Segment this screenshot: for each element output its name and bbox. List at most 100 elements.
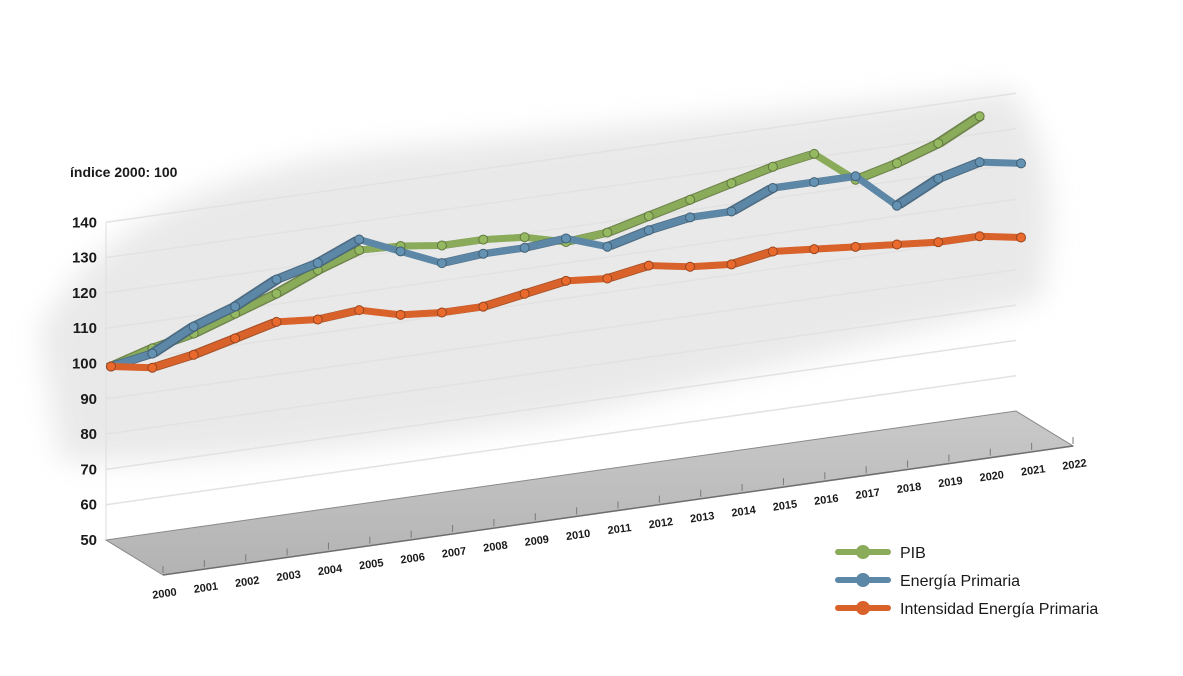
x-tick-label: 2021 <box>1020 463 1046 478</box>
x-tick-label: 2002 <box>234 575 260 590</box>
data-point <box>354 305 365 316</box>
y-tick-label: 80 <box>80 426 97 443</box>
data-point <box>354 245 365 256</box>
data-point <box>643 211 654 222</box>
floor-front-edge <box>162 445 1074 576</box>
data-point <box>561 233 571 244</box>
data-point <box>602 227 613 238</box>
data-point <box>643 225 654 236</box>
data-point <box>271 274 282 285</box>
y-axis: 50 60 70 80 90 100 110 120 130 140 <box>72 214 97 549</box>
x-tick-label: 2005 <box>358 557 384 572</box>
y-tick-label: 110 <box>73 320 97 337</box>
data-point <box>974 111 985 122</box>
data-point <box>767 246 778 257</box>
data-point <box>726 206 737 217</box>
series-intensidad-energia-primaria <box>106 231 1026 373</box>
data-point <box>726 259 737 270</box>
data-point <box>354 234 365 245</box>
x-tick-label: 2016 <box>813 493 839 508</box>
data-point <box>685 194 696 205</box>
x-tick-label: 2020 <box>979 469 1005 484</box>
y-tick-label: 90 <box>80 391 97 408</box>
x-tick-label: 2014 <box>731 504 758 519</box>
y-tick-label: 130 <box>72 250 97 267</box>
data-point <box>519 288 530 299</box>
data-point <box>230 333 241 344</box>
y-tick-label: 120 <box>72 285 97 302</box>
legend-item: Energía Primaria <box>835 573 1020 590</box>
data-point <box>106 361 116 372</box>
x-tick-label: 2018 <box>896 481 922 496</box>
x-tick-label: 2022 <box>1062 457 1088 472</box>
data-point <box>974 157 985 168</box>
data-point <box>188 349 199 360</box>
series-energia-primaria <box>106 157 1026 372</box>
data-point <box>809 177 820 188</box>
data-point <box>850 171 861 182</box>
y-tick-label: 50 <box>80 532 97 549</box>
legend-swatch-marker <box>856 601 870 615</box>
x-tick-label: 2000 <box>152 586 178 601</box>
y-axis-label: índice 2000: 100 <box>70 164 178 180</box>
data-point <box>312 258 323 269</box>
data-point <box>147 362 158 373</box>
x-tick-label: 2019 <box>938 475 964 490</box>
x-tick-label: 2004 <box>317 563 344 578</box>
data-point <box>478 301 489 312</box>
data-point <box>974 231 985 242</box>
legend-item: Intensidad Energía Primaria <box>835 601 1098 618</box>
y-tick-label: 100 <box>72 356 97 373</box>
data-point <box>850 241 861 252</box>
data-point <box>809 148 820 159</box>
data-point <box>685 212 696 223</box>
chart-floor <box>104 410 1075 576</box>
x-tick-label: 2017 <box>855 487 881 502</box>
data-point <box>1016 232 1026 243</box>
data-point <box>933 173 944 184</box>
x-tick-label: 2007 <box>441 545 467 560</box>
data-point <box>395 246 406 257</box>
legend-label: Intensidad Energía Primaria <box>900 601 1098 618</box>
gridline <box>105 269 1017 400</box>
y-tick-label: 70 <box>80 461 97 478</box>
data-point <box>767 182 778 193</box>
gridline <box>105 92 1017 224</box>
data-point <box>436 240 447 251</box>
data-point <box>312 314 323 325</box>
data-point <box>933 138 944 149</box>
x-tick-label: 2003 <box>276 569 302 584</box>
data-point <box>436 258 447 269</box>
data-point <box>519 242 530 253</box>
data-point <box>767 161 778 172</box>
data-point <box>602 241 613 252</box>
data-point <box>271 288 282 299</box>
gridline <box>105 339 1017 471</box>
legend-swatch-marker <box>856 573 870 587</box>
data-point <box>436 307 447 318</box>
data-point <box>188 321 199 332</box>
data-point <box>891 200 902 211</box>
legend-swatch-marker <box>856 545 870 559</box>
y-tick-label: 140 <box>72 214 97 231</box>
legend-item: PIB <box>835 545 926 562</box>
y-tick-label: 60 <box>80 497 97 514</box>
x-tick-label: 2008 <box>483 539 509 554</box>
data-point <box>891 158 902 169</box>
gridline <box>105 304 1017 435</box>
data-point <box>809 244 820 255</box>
data-point <box>230 301 241 312</box>
legend-label: Energía Primaria <box>900 573 1020 590</box>
data-point <box>271 316 282 327</box>
data-point <box>643 260 654 271</box>
x-tick-label: 2011 <box>607 522 632 537</box>
gridline <box>105 127 1017 259</box>
data-point <box>519 232 530 243</box>
data-point <box>478 248 489 259</box>
x-tick-label: 2015 <box>772 498 798 513</box>
data-point <box>685 261 696 272</box>
x-tick-label: 2010 <box>565 528 591 543</box>
